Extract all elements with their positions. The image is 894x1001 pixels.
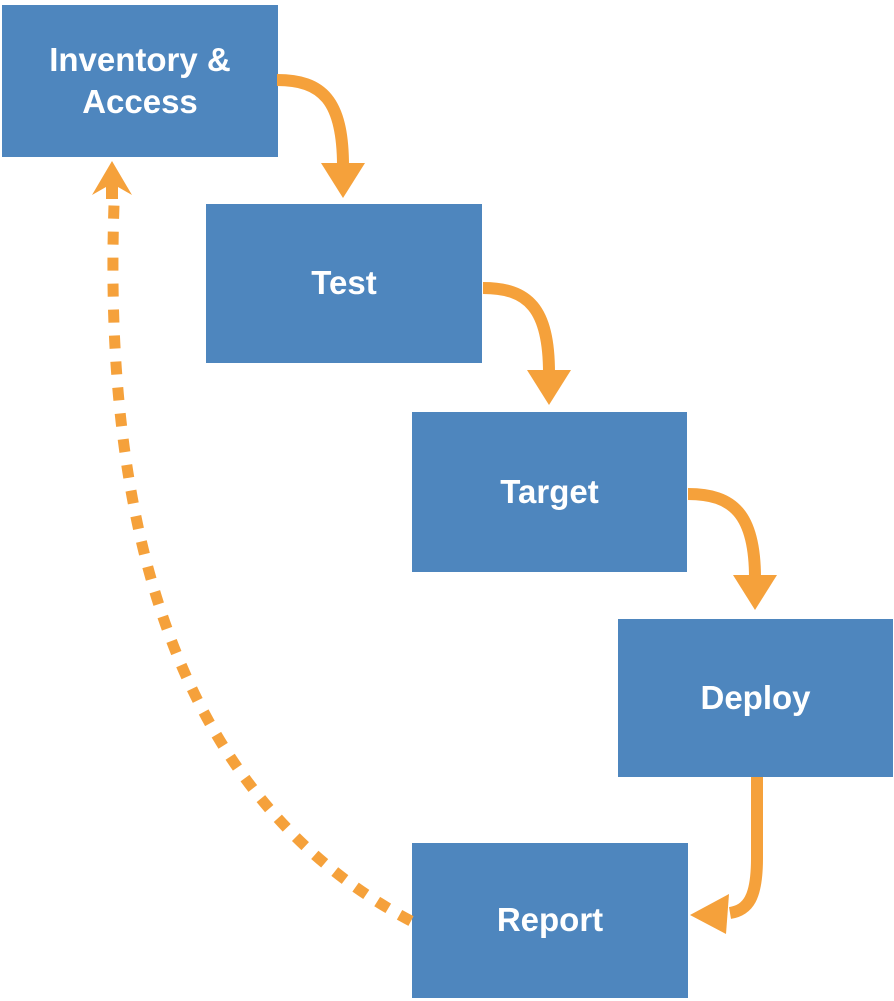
arrow-inventory-to-test xyxy=(276,74,365,198)
node-target: Target xyxy=(412,412,687,572)
arrow-report-to-inventory-dashed xyxy=(92,161,414,926)
arrow-deploy-to-report xyxy=(690,777,763,934)
node-label: Target xyxy=(500,472,599,510)
node-label: Deploy xyxy=(700,678,811,716)
arrowhead-down-icon xyxy=(733,575,777,610)
arrowhead-down-icon xyxy=(527,370,571,405)
node-deploy: Deploy xyxy=(618,619,893,777)
arrow-target-to-deploy xyxy=(687,488,777,610)
node-report: Report xyxy=(412,843,688,998)
arrow-test-to-target xyxy=(482,282,571,405)
node-test: Test xyxy=(206,204,482,363)
node-label: Test xyxy=(311,264,377,302)
arrowhead-left-icon xyxy=(690,894,729,934)
node-inventory-access: Inventory & Access xyxy=(2,5,278,157)
node-label: Inventory & Access xyxy=(49,40,231,120)
arrowhead-down-icon xyxy=(321,163,365,198)
arrowhead-up-icon xyxy=(92,161,132,199)
node-label: Report xyxy=(496,901,604,939)
